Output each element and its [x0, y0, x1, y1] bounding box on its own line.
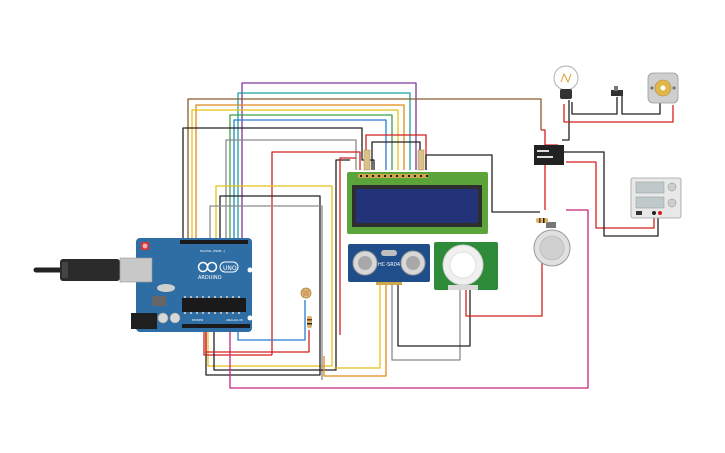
resistor-ldr[interactable]: [307, 316, 312, 328]
piezo-buzzer[interactable]: [533, 222, 571, 267]
ultrasonic-sensor[interactable]: HC-SR04: [348, 244, 430, 285]
wire-brown-top: [187, 98, 542, 240]
wire-grey-top: [225, 139, 357, 240]
digital-header-label: DIGITAL (PWM~): [200, 249, 225, 253]
wire-grey-mid: [209, 205, 323, 380]
wire-black-relay: [562, 100, 570, 141]
relay[interactable]: [534, 145, 564, 165]
lcd-display[interactable]: [347, 149, 488, 234]
wire-red-bottom: [339, 157, 356, 335]
wire-teal-top: [237, 92, 411, 240]
wire-red-pir: [465, 240, 543, 317]
wire-grey-us: [391, 285, 461, 361]
wire-red-lcd: [365, 134, 427, 170]
arduino-model: UNO: [223, 265, 237, 272]
arduino-logo: [197, 261, 239, 273]
dc-motor[interactable]: [647, 72, 679, 104]
arduino-logo-text: ARDUINO: [198, 275, 222, 281]
wire-red-bulb: [563, 104, 674, 123]
wire-red-psu: [566, 161, 655, 229]
wire-yellow-us: [334, 285, 381, 369]
wire-magenta: [229, 209, 589, 389]
power-supply[interactable]: [630, 177, 682, 219]
toggle-switch[interactable]: [611, 86, 623, 96]
wire-black-psu: [562, 151, 659, 237]
power-header-label: POWER: [192, 318, 203, 322]
wire-black-pir-lcd: [425, 154, 540, 213]
wire-orange-top: [195, 104, 405, 240]
wire-black-top: [182, 127, 375, 240]
wire-blue-top2: [233, 119, 387, 240]
ultrasonic-label: HC-SR04: [378, 262, 400, 268]
wire-yellow-mid: [207, 185, 333, 367]
wire-orange-us: [323, 285, 387, 377]
analog-header-label: ANALOG IN: [226, 318, 243, 322]
wire-black-motor: [621, 94, 661, 115]
photoresistor[interactable]: [300, 287, 312, 299]
wire-red-relay: [541, 129, 558, 210]
arduino-uno[interactable]: ARDUINO UNO DIGITAL (PWM~) POWER ANALOG …: [119, 238, 253, 332]
wire-red-lcd2: [271, 151, 361, 355]
wire-black-lcd: [371, 141, 421, 170]
wire-black-us: [397, 285, 471, 347]
pir-sensor[interactable]: [434, 242, 498, 290]
wire-red-ldr: [205, 330, 310, 353]
wire-blue-ldr: [237, 300, 306, 341]
wires: [182, 82, 674, 389]
wire-yellow-top: [191, 109, 399, 240]
wire-red-left: [203, 330, 272, 356]
wire-black-switch: [571, 97, 618, 115]
light-bulb[interactable]: [553, 65, 579, 99]
wire-black-bottom: [213, 159, 350, 371]
wire-black-mid: [205, 195, 321, 376]
wire-purple-top: [241, 82, 417, 240]
resistor-buzzer[interactable]: [536, 218, 548, 223]
